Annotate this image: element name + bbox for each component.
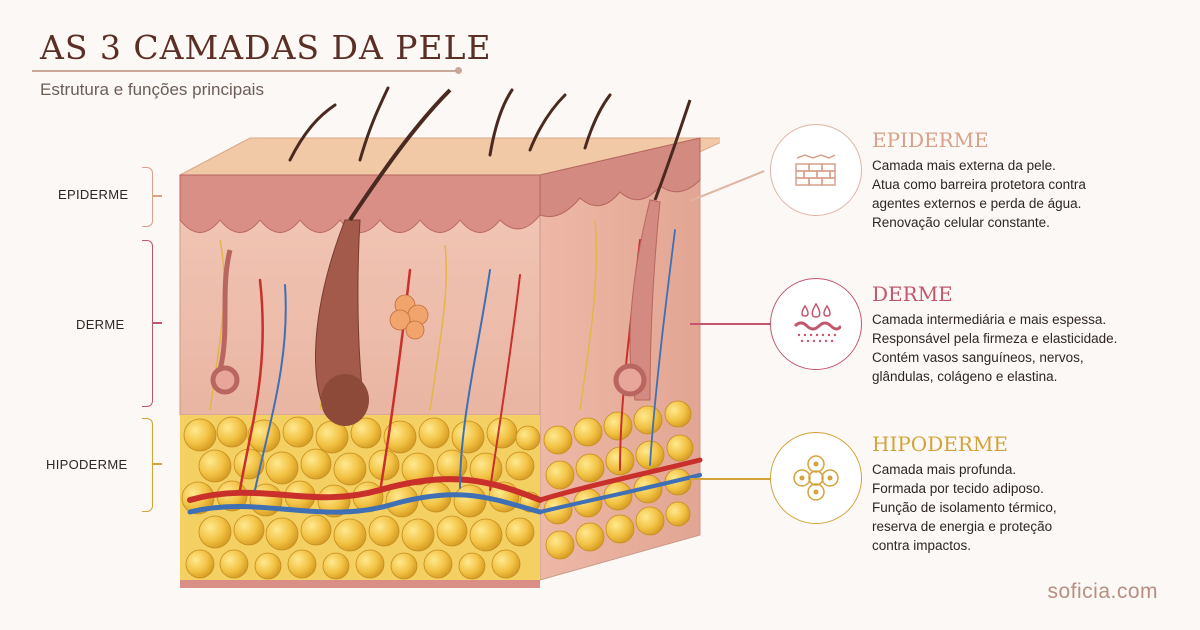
skin-cross-section-illustration [179,86,720,588]
brand-watermark: soficia.com [1047,580,1158,603]
epiderme-title: EPIDERME [872,128,989,152]
hipoderme-description: Camada mais profunda. Formada por tecido… [872,462,1057,553]
derme-icon-ring [770,278,862,370]
bracket-epiderme [142,167,153,227]
hipoderme-icon-ring [770,432,862,524]
water-drops-icon [793,302,841,343]
blood-vessels [187,229,703,515]
bracket-tip-derme [152,322,162,324]
title-underline [32,70,460,72]
epiderme-description: Camada mais externa da pele. Atua como b… [872,158,1086,230]
page-subtitle: Estrutura e funções principais [40,80,264,99]
brick-barrier-icon [795,154,836,186]
fat-cells [181,416,541,580]
hair-follicles [314,88,692,426]
fat-cells-icon [793,455,839,501]
page-title: AS 3 CAMADAS DA PELE [40,28,492,67]
bracket-derme [142,240,153,407]
sweat-glands [210,249,647,397]
label-epiderme: EPIDERME [58,187,129,202]
label-derme: DERME [76,317,125,332]
sebaceous-gland [389,294,429,340]
surface-hairs [288,86,612,162]
derme-description: Camada intermediária e mais espessa. Res… [872,312,1118,384]
hipoderme-title: HIPODERME [872,432,1008,456]
epiderme-icon-ring [770,124,862,216]
connector-derme [690,323,772,325]
bracket-tip-epiderme [152,195,162,197]
bracket-tip-hipoderme [152,463,162,465]
epidermis-band-side [539,137,701,218]
bracket-hipoderme [142,418,153,512]
derme-title: DERME [872,282,953,306]
bottom-base [180,580,540,588]
label-hipoderme: HIPODERME [46,457,128,472]
connector-hipoderme [690,478,772,480]
title-underline-dot [455,67,462,74]
